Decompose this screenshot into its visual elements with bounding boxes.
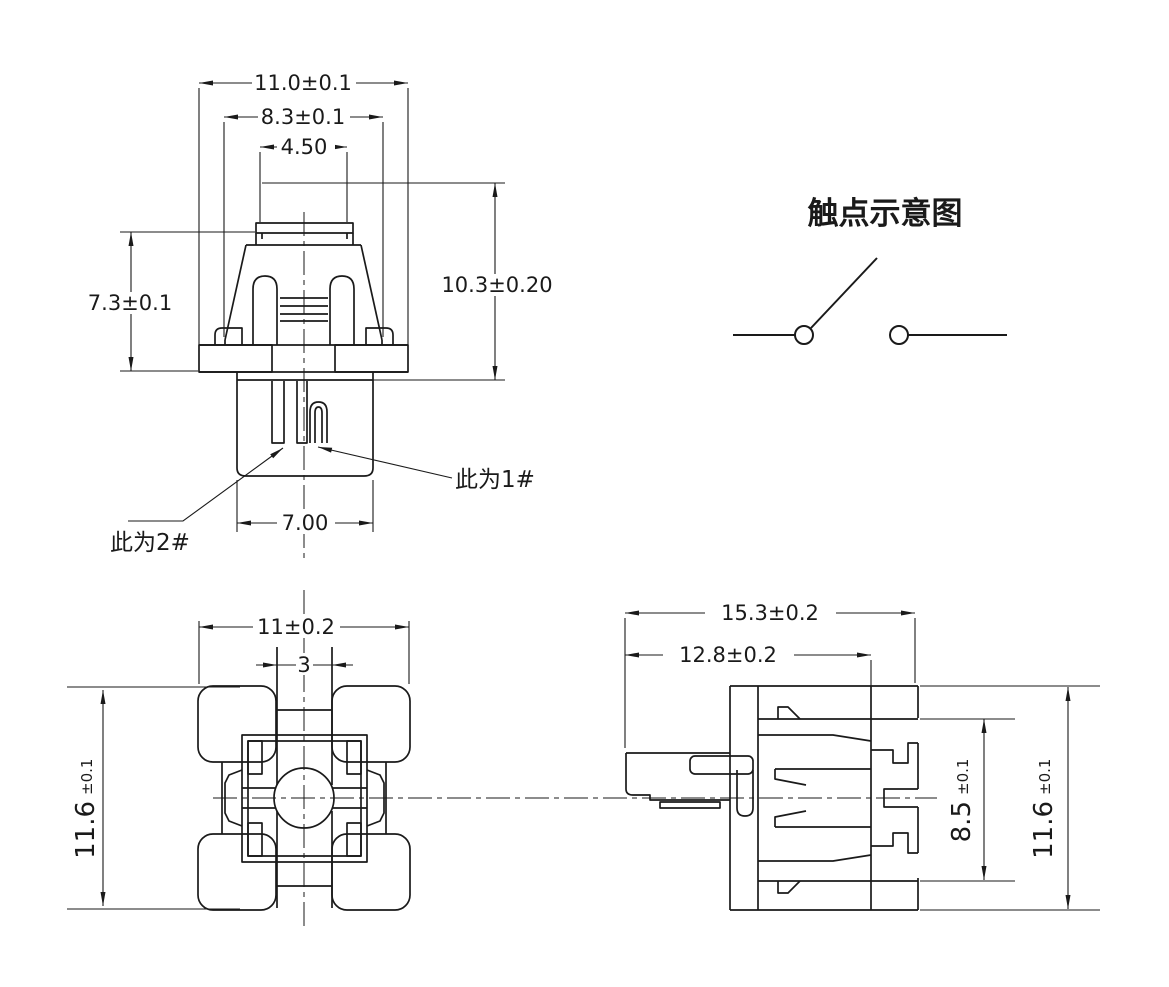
svg-text:11.6: 11.6 <box>71 801 101 859</box>
front-view-leaders <box>128 446 453 522</box>
dim-total-height-label: 10.3±0.20 <box>441 273 552 297</box>
front-view: 11.0±0.1 8.3±0.1 4.50 7.3±0.1 10.3±0.20 … <box>84 71 558 556</box>
plan-lobe-top-right <box>331 685 411 763</box>
pin1-label: 此为1# <box>455 467 535 493</box>
svg-text:±0.1: ±0.1 <box>954 759 972 795</box>
front-slot-mid <box>296 381 308 444</box>
front-view-extension-lines <box>120 88 505 532</box>
plan-left-tab <box>224 769 243 827</box>
plan-view-dimension-lines <box>100 624 409 906</box>
plan-view-part-outline <box>197 647 411 911</box>
svg-text:±0.1: ±0.1 <box>78 759 96 795</box>
side-upper-contact <box>774 768 871 786</box>
plan-view: 11±0.2 3 11.6 ±0.1 <box>67 615 411 911</box>
plan-dim-channel-label: 3 <box>297 653 310 677</box>
plan-lobe-top-left <box>197 685 277 763</box>
dim-mid-width-label: 8.3±0.1 <box>261 105 345 129</box>
plan-dim-width-label: 11±0.2 <box>257 615 335 639</box>
front-pin1-inner <box>314 406 323 443</box>
side-upper-leaf <box>758 734 872 742</box>
plan-center-circle <box>273 767 335 829</box>
plan-view-extension-lines <box>67 621 410 910</box>
side-bottom-tab <box>777 880 801 894</box>
plan-lobe-bottom-right <box>331 833 411 911</box>
dim-cap-width-label: 4.50 <box>281 135 328 159</box>
svg-text:±0.1: ±0.1 <box>1036 759 1054 795</box>
front-view-part-outline <box>198 222 409 477</box>
side-dim-height-label: 11.6 ±0.1 <box>1029 759 1059 859</box>
side-button-latch <box>689 755 754 775</box>
contact-schematic: 触点示意图 <box>733 196 1007 345</box>
side-view-extension-lines <box>624 618 1100 911</box>
pin2-label: 此为2# <box>110 530 190 556</box>
side-view-part-outline <box>625 685 919 911</box>
pin2-leader-line <box>128 447 284 522</box>
front-right-contact-spring <box>329 275 355 345</box>
dim-outer-width-label: 11.0±0.1 <box>254 71 352 95</box>
side-lower-contact <box>774 810 871 828</box>
dim-stem-width-label: 7.00 <box>282 511 329 535</box>
plan-center-square <box>241 734 368 863</box>
side-button-hook <box>736 770 754 817</box>
front-right-bump <box>365 327 394 345</box>
front-left-bump <box>214 327 243 345</box>
plan-lobe-bottom-left <box>197 833 277 911</box>
front-left-contact-spring <box>252 275 278 345</box>
contact-schematic-title: 触点示意图 <box>808 196 963 232</box>
switch-lever <box>810 257 878 329</box>
pin1-leader-line <box>317 446 453 479</box>
side-dim-terminal-span-label: 8.5 ±0.1 <box>947 759 977 843</box>
side-lower-leaf <box>758 854 872 862</box>
side-button-foot <box>659 801 721 809</box>
side-upper-terminal-step <box>871 742 918 764</box>
front-pin1-outer <box>309 401 328 443</box>
front-slot-2 <box>271 381 285 444</box>
dim-body-height-label: 7.3±0.1 <box>88 291 172 315</box>
side-dim-inner-width-label: 12.8±0.2 <box>679 643 777 667</box>
side-middle-slot <box>883 788 918 808</box>
switch-contact-right <box>889 325 909 345</box>
svg-text:11.6: 11.6 <box>1029 801 1059 859</box>
svg-text:8.5: 8.5 <box>947 801 977 842</box>
plan-dim-height-label: 11.6 ±0.1 <box>71 759 101 859</box>
front-left-foot <box>198 344 273 373</box>
plan-right-tab <box>366 769 385 827</box>
side-view: 15.3±0.2 12.8±0.2 8.5 ±0.1 11.6 ±0.1 <box>624 601 1100 911</box>
front-stem <box>236 372 374 477</box>
side-top-tab <box>777 706 801 720</box>
side-button-stem <box>625 753 730 801</box>
front-right-foot <box>334 344 409 373</box>
side-lower-terminal-step <box>871 832 918 854</box>
side-dim-outer-width-label: 15.3±0.2 <box>721 601 819 625</box>
switch-contact-left <box>794 325 814 345</box>
